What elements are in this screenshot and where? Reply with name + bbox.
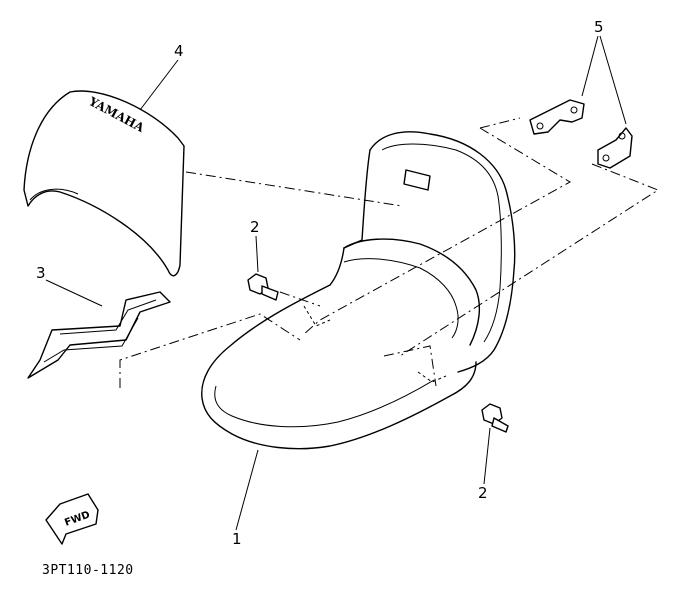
callout-bolt-left: 2 (250, 218, 260, 236)
seat-cover-part: YAMAHA (23, 90, 185, 277)
callout-bracket: 5 (594, 18, 604, 36)
emblem-part (27, 291, 171, 379)
forward-arrow-icon: FWD (45, 493, 99, 545)
bracket-part-upper (529, 99, 585, 135)
callout-emblem: 3 (36, 264, 46, 282)
callout-seat: 1 (232, 530, 242, 548)
seat-part (201, 131, 516, 450)
bolt-right-part (481, 403, 509, 433)
callout-bolt-right: 2 (478, 484, 488, 502)
assembly-guide-lines (119, 117, 660, 388)
seat-cover-brand: YAMAHA (86, 94, 147, 135)
leader-lines (45, 35, 627, 531)
bolt-left-part (247, 273, 279, 301)
bracket-part-lower (597, 127, 633, 169)
callout-seat-cover: 4 (174, 42, 184, 60)
diagram-code: 3PT110-1120 (42, 563, 134, 578)
